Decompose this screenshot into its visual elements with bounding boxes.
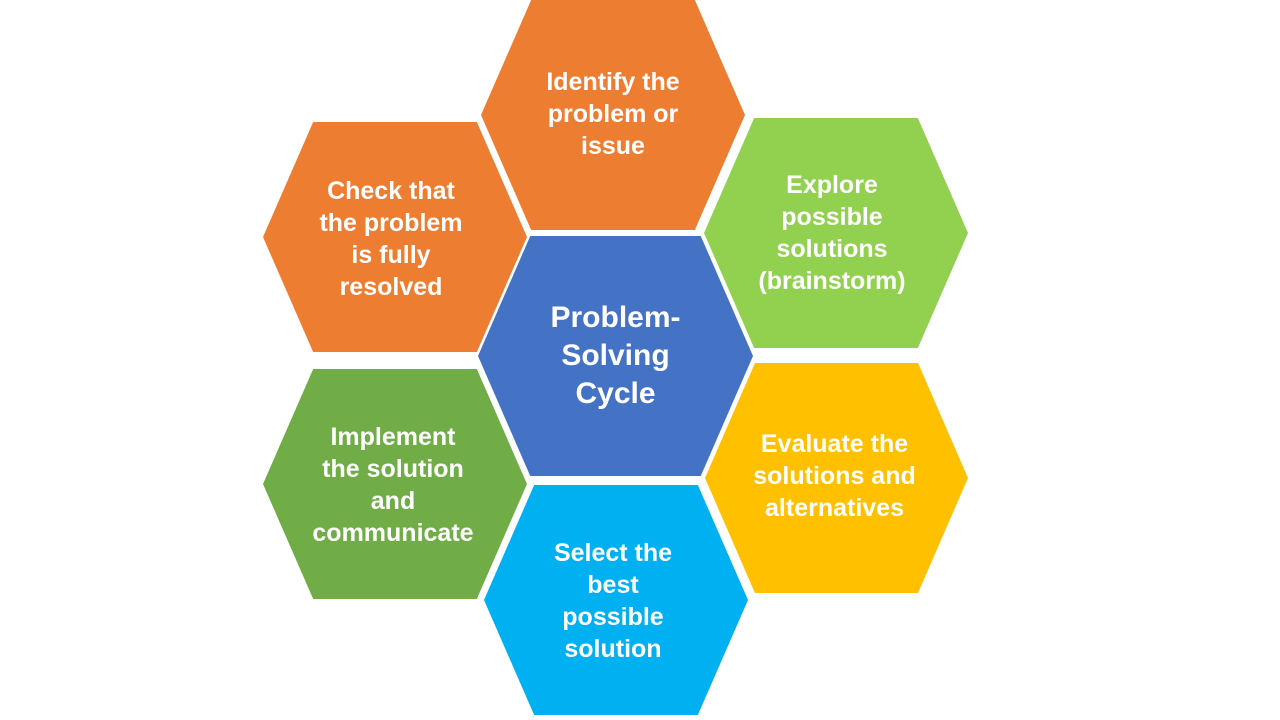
hexagon-explore-solutions: Explore possible solutions (brainstorm) <box>704 118 968 348</box>
hexagon-check-resolved: Check that the problem is fully resolved <box>263 122 527 352</box>
hexagon-label: Identify the problem or issue <box>546 68 680 160</box>
hexagon-label: Evaluate the solutions and alternatives <box>753 430 916 522</box>
hexagon-select-solution: Select the best possible solution <box>484 485 748 715</box>
center-title: Problem- Solving Cycle <box>550 301 681 410</box>
hexagon-center-title: Problem- Solving Cycle <box>478 236 753 476</box>
hexagon-label: Check that the problem is fully resolved <box>319 177 463 301</box>
hexagon-implement-solution: Implement the solution and communicate <box>263 369 527 599</box>
hexagon-identify-problem: Identify the problem or issue <box>481 0 745 230</box>
hexagon-label: Implement the solution and communicate <box>312 423 474 547</box>
hexagon-evaluate-solutions: Evaluate the solutions and alternatives <box>705 363 968 593</box>
hexagon-label: Select the best possible solution <box>553 539 673 663</box>
hexagon-label: Explore possible solutions (brainstorm) <box>758 171 906 295</box>
